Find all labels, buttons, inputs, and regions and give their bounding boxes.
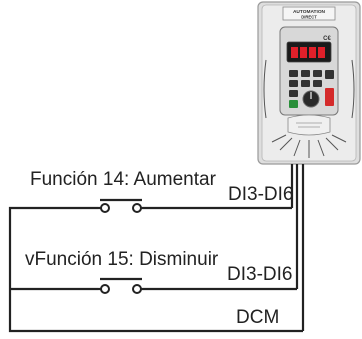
brand-line-1: AUTOMATION <box>293 9 326 15</box>
switch-function-15 <box>98 277 143 294</box>
label-dcm: DCM <box>236 307 279 328</box>
label-function-15: vFunción 15: Disminuir <box>25 249 219 270</box>
label-di-bottom: DI3-DI6 <box>227 264 292 285</box>
wire-common-loop <box>8 206 303 333</box>
rating-plate <box>287 114 331 136</box>
switch-function-14 <box>98 198 143 213</box>
vfd-drive: AUTOMATION DIRECT C€ <box>257 1 361 165</box>
brand-plate <box>282 6 336 21</box>
ce-mark: C€ <box>323 36 331 42</box>
label-di-top: DI3-DI6 <box>228 184 293 205</box>
display-digits <box>291 47 325 58</box>
label-function-14: Función 14: Aumentar <box>30 169 217 190</box>
stop-button <box>325 88 334 106</box>
run-button <box>289 100 298 108</box>
vent-fins <box>271 134 347 158</box>
wiring <box>8 164 305 333</box>
keypad-buttons <box>289 70 334 108</box>
brand-line-2: DIRECT <box>301 15 317 20</box>
